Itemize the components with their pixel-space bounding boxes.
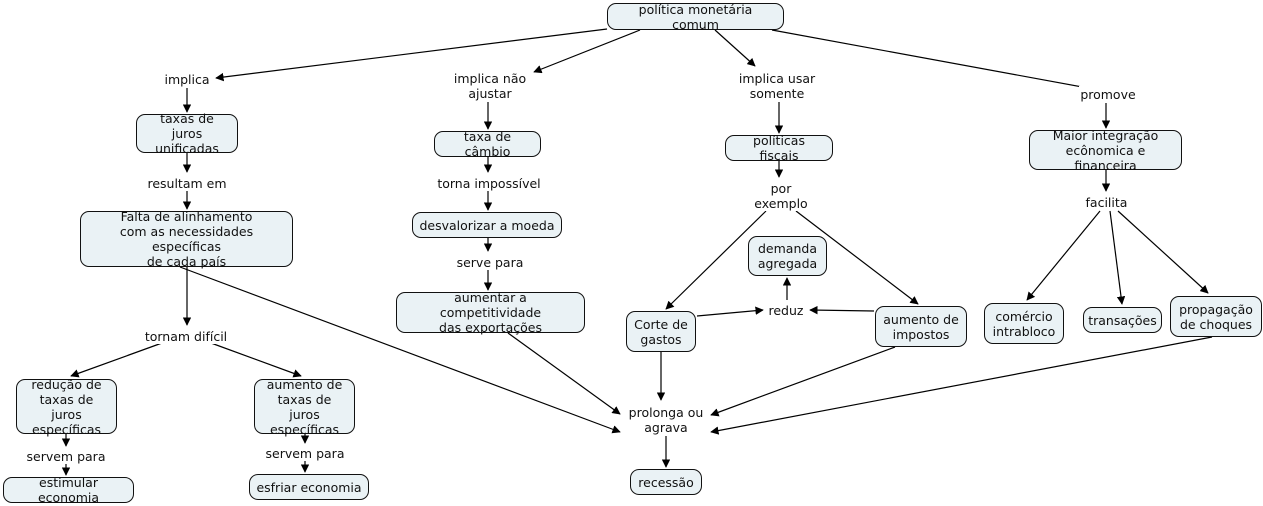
edge-label-lbl_tornam: tornam difícil (143, 328, 229, 344)
concept-node-propagacao[interactable]: propagação de choques (1170, 296, 1262, 337)
edge-propagacao-to-lbl_prolonga (710, 336, 1213, 435)
edge-lbl_facilita-to-comercio (1026, 210, 1101, 301)
concept-node-reducao_juros[interactable]: redução de taxas de juros específicas (16, 377, 117, 437)
concept-node-corte_gastos[interactable]: Corte de gastos (626, 311, 696, 352)
concept-node-desvalorizar[interactable]: desvalorizar a moeda (412, 212, 562, 238)
concept-node-taxas_unif[interactable]: taxas de juros unificadas (136, 111, 238, 156)
concept-node-transacoes[interactable]: transações (1083, 307, 1162, 333)
edge-label-lbl_servem_2: servem para (262, 445, 348, 461)
edge-lbl_facilita-to-transacoes (1109, 210, 1126, 305)
edge-root-to-lbl_implica_usar (714, 29, 756, 67)
concept-node-root[interactable]: política monetária comum (607, 2, 784, 32)
edge-label-lbl_implica_nao: implica não ajustar (451, 70, 529, 101)
edge-label-lbl_torna_imp: torna impossível (434, 175, 544, 191)
edge-label-lbl_por_exemplo: por exemplo (751, 180, 811, 211)
edge-lbl_tornam-to-aumento_juros (210, 342, 302, 378)
edge-label-lbl_resultam: resultam em (145, 175, 229, 191)
concept-node-falta_alinh[interactable]: Falta de alinhamento com as necessidades… (80, 209, 293, 269)
edge-aumento_imp-to-lbl_prolonga (710, 346, 896, 417)
concept-node-recessao[interactable]: recessão (630, 469, 702, 495)
edge-lbl_facilita-to-propagacao (1117, 210, 1209, 294)
concept-node-aumento_juros[interactable]: aumento de taxas de juros específicas (254, 377, 355, 437)
edge-lbl_tornam-to-reducao_juros (70, 342, 163, 378)
concept-node-comercio[interactable]: comércio intrabloco (984, 303, 1064, 344)
edge-label-lbl_promove: promove (1079, 86, 1137, 102)
edge-label-lbl_facilita: facilita (1084, 194, 1129, 210)
concept-node-estimular[interactable]: estimular economia (3, 475, 134, 505)
concept-node-pol_fiscais[interactable]: políticas fiscais (725, 133, 833, 163)
concept-node-maior_integ[interactable]: Maior integração ecônomica e financeira (1029, 128, 1182, 173)
edge-label-lbl_prolonga: prolonga ou agrava (625, 404, 707, 435)
concept-node-taxa_cambio[interactable]: taxa de câmbio (434, 129, 541, 159)
concept-node-demanda[interactable]: demanda agregada (748, 236, 827, 276)
edge-root-to-lbl_implica_nao (533, 29, 641, 74)
edge-label-lbl_implica: implica (160, 71, 214, 87)
edge-competitividade-to-lbl_prolonga (507, 332, 621, 415)
concept-node-aumento_imp[interactable]: aumento de impostos (875, 306, 967, 347)
edge-corte_gastos-to-lbl_reduz (696, 306, 764, 317)
concept-node-esfriar[interactable]: esfriar economia (249, 474, 369, 500)
edge-root-to-lbl_implica (215, 28, 608, 82)
edge-root-to-lbl_promove (771, 29, 1116, 96)
concept-node-competitividade[interactable]: aumentar a competitividade das exportaçõ… (396, 290, 585, 335)
edge-label-lbl_reduz: reduz (766, 302, 806, 318)
edge-aumento_imp-to-lbl_reduz (809, 305, 875, 315)
edge-label-lbl_implica_usar: implica usar somente (736, 70, 818, 101)
edge-label-lbl_serve_para: serve para (452, 254, 528, 270)
edge-label-lbl_servem_1: servem para (23, 448, 109, 464)
